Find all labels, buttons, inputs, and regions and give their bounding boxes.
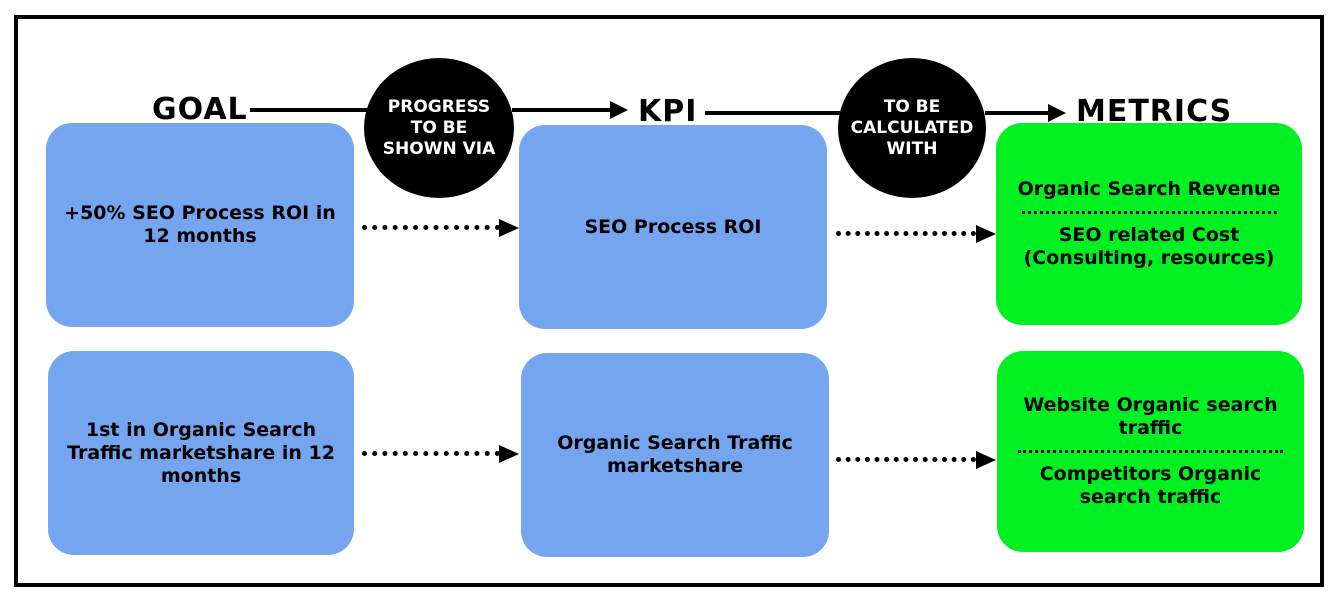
progress-connector-circle: PROGRESS TO BE SHOWN VIA bbox=[364, 58, 514, 198]
kpi-text-2: Organic Search Traffic marketshare bbox=[557, 432, 793, 477]
dotted-arrowhead-icon bbox=[499, 445, 519, 463]
goal-text-1: +50% SEO Process ROI in 12 months bbox=[64, 202, 336, 247]
kpi-box-2: Organic Search Traffic marketshare bbox=[521, 353, 829, 557]
kpi-to-metrics-dotted-arrow-2 bbox=[836, 457, 976, 462]
metrics-box-1: Organic Search Revenue SEO related Cost … bbox=[996, 123, 1302, 325]
goal-box-2: 1st in Organic Search Traffic marketshar… bbox=[48, 351, 354, 555]
kpi-to-metrics-dotted-arrow-1 bbox=[836, 231, 976, 236]
calculated-line-3: WITH bbox=[886, 138, 938, 159]
goal-header: GOAL bbox=[152, 92, 248, 127]
progress-line-2: TO BE bbox=[410, 117, 468, 138]
dotted-arrowhead-icon bbox=[976, 225, 996, 243]
metric-2-1: Website Organic search traffic bbox=[1023, 394, 1278, 439]
circle-to-metrics-line bbox=[985, 111, 1050, 115]
kpi-text-1: SEO Process ROI bbox=[584, 215, 762, 238]
kpi-arrowhead-icon bbox=[610, 101, 628, 119]
calculated-connector-circle: TO BE CALCULATED WITH bbox=[838, 58, 986, 198]
kpi-box-1: SEO Process ROI bbox=[519, 125, 827, 329]
dotted-arrowhead-icon bbox=[499, 219, 519, 237]
dotted-arrowhead-icon bbox=[976, 451, 996, 469]
metrics-box-2: Website Organic search traffic Competito… bbox=[997, 351, 1304, 552]
goal-to-kpi-dotted-arrow-2 bbox=[362, 451, 500, 456]
kpi-header: KPI bbox=[638, 94, 698, 129]
metrics-arrowhead-icon bbox=[1048, 104, 1066, 122]
diagram-frame bbox=[14, 15, 1324, 587]
circle-to-kpi-line bbox=[512, 108, 612, 112]
goal-text-2: 1st in Organic Search Traffic marketshar… bbox=[67, 418, 335, 487]
goal-to-kpi-dotted-arrow-1 bbox=[362, 225, 500, 230]
goal-box-1: +50% SEO Process ROI in 12 months bbox=[46, 123, 354, 327]
metric-2-2: Competitors Organic search traffic bbox=[1039, 463, 1262, 508]
kpi-to-circle-line bbox=[705, 111, 840, 115]
metrics-separator bbox=[1018, 450, 1283, 453]
metrics-separator bbox=[1021, 211, 1277, 214]
calculated-line-2: CALCULATED bbox=[850, 117, 974, 138]
progress-line-1: PROGRESS bbox=[387, 96, 491, 117]
metric-1-2: SEO related Cost (Consulting, resources) bbox=[1023, 224, 1275, 269]
metric-1-1: Organic Search Revenue bbox=[1017, 178, 1281, 200]
calculated-line-1: TO BE bbox=[883, 96, 941, 117]
progress-line-3: SHOWN VIA bbox=[382, 138, 496, 159]
goal-to-circle-line bbox=[250, 108, 370, 112]
